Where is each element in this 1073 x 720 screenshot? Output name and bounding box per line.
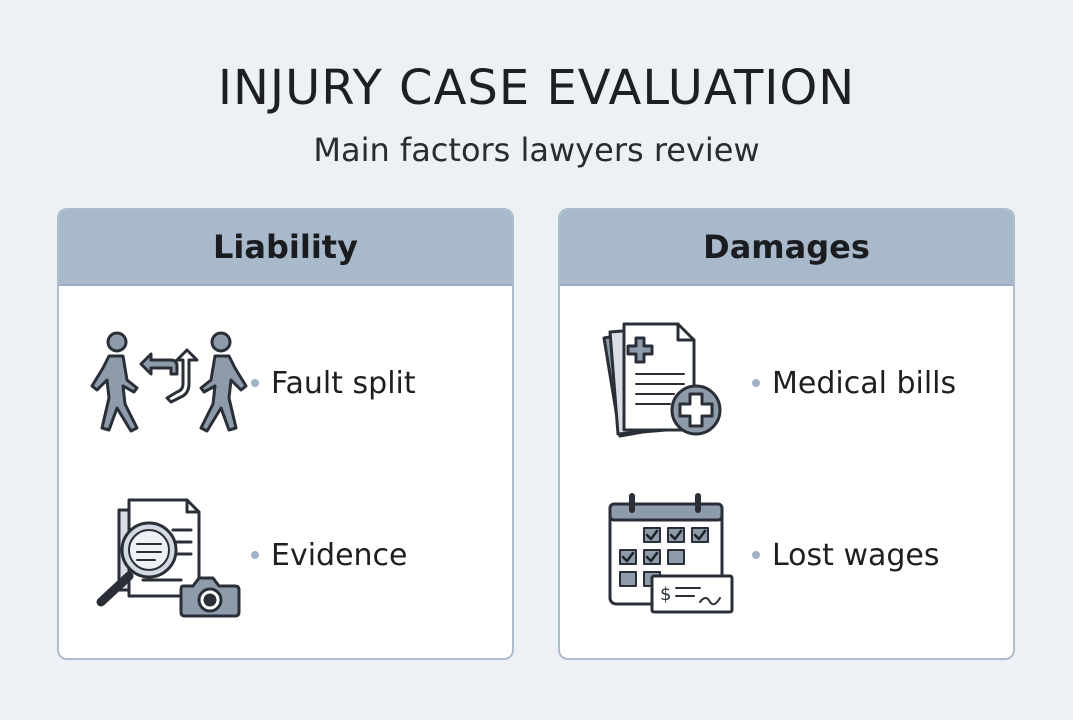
svg-text:$: $ (660, 584, 671, 605)
medical-documents-icon (602, 322, 722, 438)
list-item-medical-bills: Medical bills (560, 318, 1013, 448)
item-label-medical-bills: Medical bills (772, 365, 957, 401)
bullet-dot (752, 379, 760, 387)
list-item-fault-split: Fault split (59, 318, 512, 448)
list-item-lost-wages: $ Lost wages (560, 490, 1013, 620)
bullet-dot (251, 379, 259, 387)
item-label-evidence: Evidence (271, 537, 408, 573)
calendar-check-icon: $ (608, 493, 734, 614)
page-title: INJURY CASE EVALUATION (217, 60, 856, 116)
liability-card: Liability Fault split (57, 208, 514, 660)
page-subtitle: Main factors lawyers review (313, 131, 760, 169)
list-item-evidence: Evidence (59, 490, 512, 620)
bullet-dot (251, 551, 259, 559)
card-title-liability: Liability (59, 210, 512, 286)
bullet-dot (752, 551, 760, 559)
item-label-lost-wages: Lost wages (772, 537, 940, 573)
damages-card: Damages Medical bills (558, 208, 1015, 660)
item-label-fault-split: Fault split (271, 365, 416, 401)
card-title-damages: Damages (560, 210, 1013, 286)
two-people-arrows-icon (90, 331, 248, 433)
magnifier-documents-camera-icon (96, 498, 241, 618)
